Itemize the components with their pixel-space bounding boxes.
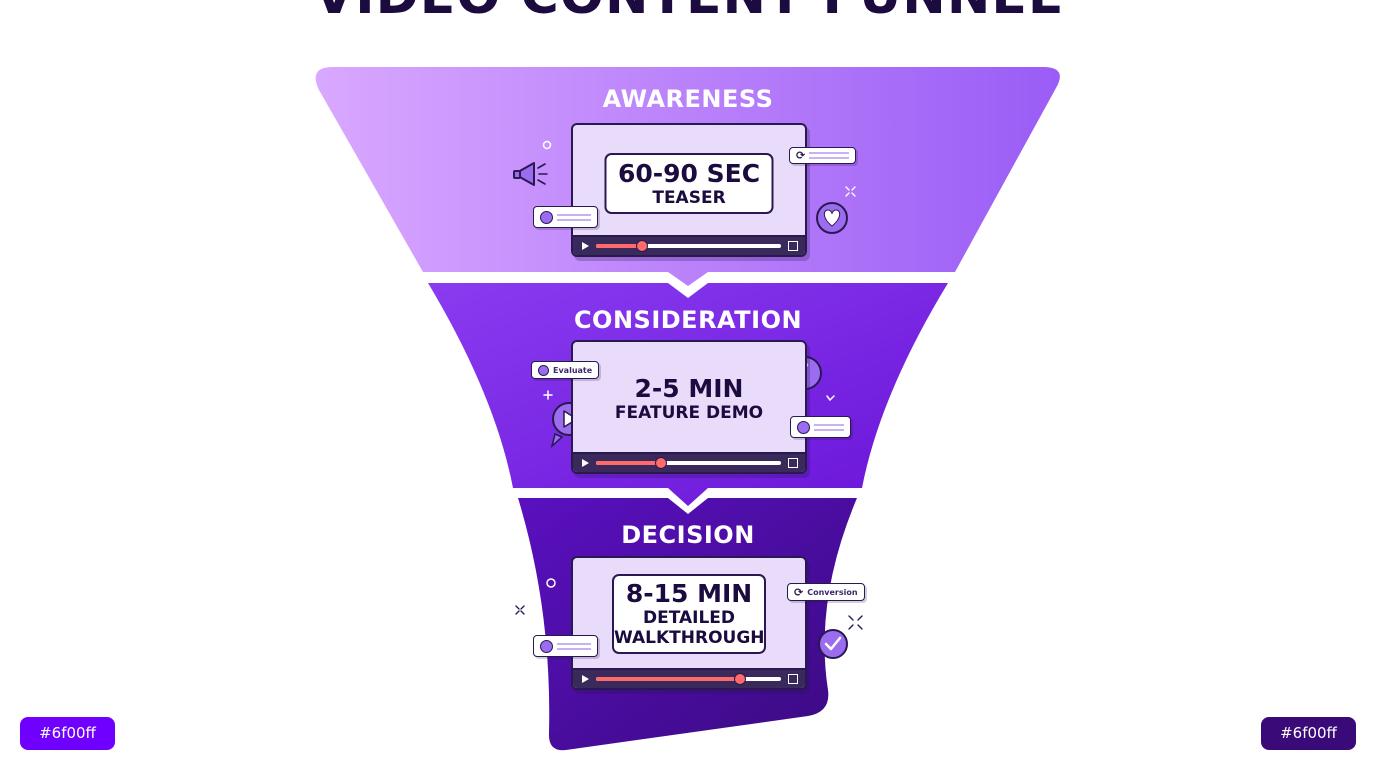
video-controls: [573, 668, 805, 688]
progress-bar[interactable]: [596, 457, 781, 469]
progress-bar[interactable]: [596, 673, 781, 685]
video-controls: [573, 235, 805, 255]
video-player-consideration: 2-5 MIN FEATURE DEMO: [571, 340, 807, 474]
stage-label-awareness: AWARENESS: [602, 85, 774, 113]
video-screen: 8-15 MIN DETAILED WALKTHROUGH: [573, 558, 805, 668]
plus-icon: [543, 390, 553, 400]
chevron-down-icon: [826, 395, 835, 402]
refresh-icon: ⟳: [794, 585, 804, 599]
progress-handle[interactable]: [636, 240, 649, 252]
format-text-line-2: WALKTHROUGH: [614, 628, 765, 648]
progress-handle[interactable]: [654, 457, 667, 469]
text-lines: [557, 642, 591, 650]
sparkle-circle-icon: [542, 140, 552, 150]
floating-chip: [790, 416, 851, 438]
text-lines: [809, 152, 850, 159]
duration-card: 8-15 MIN DETAILED WALKTHROUGH: [612, 574, 766, 654]
conversion-chip: ⟳ Conversion: [787, 583, 865, 601]
evaluate-label: Evaluate: [553, 365, 593, 375]
text-lines: [814, 423, 844, 431]
video-controls: [573, 452, 805, 472]
video-player-awareness: 60-90 SEC TEASER: [571, 123, 807, 257]
video-player-decision: 8-15 MIN DETAILED WALKTHROUGH: [571, 556, 807, 690]
avatar-dot: [797, 420, 810, 434]
duration-text: 2-5 MIN: [634, 374, 744, 403]
page-title: VIDEO CONTENT FUNNEL: [0, 0, 1376, 26]
megaphone-icon: [513, 162, 548, 186]
sparkle-icon: [848, 615, 863, 630]
conversion-label: Conversion: [807, 587, 858, 597]
progress-fill: [596, 461, 661, 465]
fullscreen-icon[interactable]: [788, 458, 798, 468]
fullscreen-icon[interactable]: [788, 241, 798, 251]
sparkle-icon: [845, 186, 856, 197]
video-screen: 2-5 MIN FEATURE DEMO: [573, 342, 805, 452]
floating-chip: [533, 206, 598, 228]
floating-chip: ⟳: [789, 147, 857, 164]
progress-fill: [596, 244, 643, 248]
heart-icon: [816, 202, 848, 234]
format-text: TEASER: [652, 188, 726, 208]
duration-card: 60-90 SEC TEASER: [604, 153, 774, 214]
stage-label-consideration: CONSIDERATION: [573, 306, 803, 334]
color-badge-right: #6f00ff: [1261, 717, 1356, 750]
fullscreen-icon[interactable]: [788, 674, 798, 684]
progress-handle[interactable]: [734, 673, 747, 685]
avatar-dot: [540, 639, 553, 653]
video-screen: 60-90 SEC TEASER: [573, 125, 805, 235]
progress-bar[interactable]: [596, 240, 781, 252]
stage-label-decision: DECISION: [621, 521, 755, 549]
text-lines: [557, 213, 591, 221]
sparkle-icon: [515, 605, 525, 615]
sparkle-circle-icon: [546, 578, 556, 588]
play-button[interactable]: [582, 242, 589, 250]
play-button[interactable]: [582, 675, 589, 683]
format-text: FEATURE DEMO: [614, 403, 764, 423]
refresh-icon: ⟳: [796, 149, 806, 162]
format-text-line-1: DETAILED: [642, 608, 736, 628]
checkmark-icon: [818, 629, 848, 659]
avatar-dot: [538, 364, 549, 376]
play-button[interactable]: [582, 459, 589, 467]
duration-text: 8-15 MIN: [625, 579, 753, 608]
evaluate-chip: Evaluate: [531, 361, 600, 379]
duration-card: 2-5 MIN FEATURE DEMO: [607, 369, 771, 429]
progress-fill: [596, 677, 741, 681]
color-badge-left: #6f00ff: [20, 717, 115, 750]
duration-text: 60-90 SEC: [617, 159, 761, 188]
floating-chip: [533, 635, 598, 657]
avatar-dot: [540, 210, 553, 224]
